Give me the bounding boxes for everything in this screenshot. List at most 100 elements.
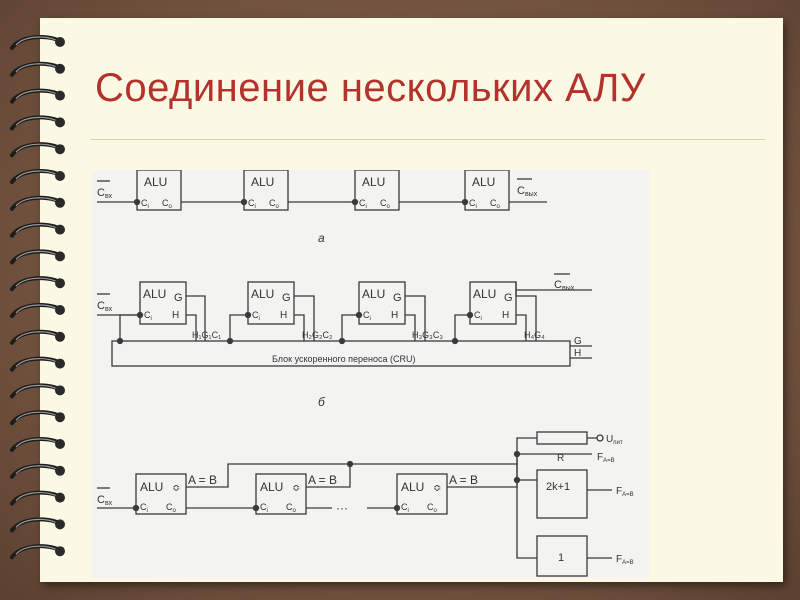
output-label-3: FA=B — [616, 554, 634, 566]
svg-text:Ci: Ci — [252, 310, 260, 322]
alu-c-1: ALU ≎ Ci Co — [135, 473, 187, 515]
spiral-ring — [10, 168, 65, 184]
spiral-ring — [10, 383, 65, 399]
svg-text:≎: ≎ — [292, 483, 300, 494]
alu-a-3: ALU Ci Co — [354, 170, 400, 211]
title-divider — [90, 139, 765, 140]
spiral-ring — [10, 544, 65, 560]
spiral-ring — [10, 356, 65, 372]
svg-text:ALU: ALU — [251, 175, 274, 189]
cru-out-h: H — [574, 348, 581, 359]
svg-text:ALU: ALU — [362, 287, 385, 301]
alu-a-4: ALU Ci Co — [464, 170, 510, 211]
spiral-ring — [10, 222, 65, 238]
svg-text:ALU: ALU — [144, 175, 167, 189]
svg-text:G: G — [504, 292, 513, 304]
group-label-1: H₁G₁C₁ — [192, 330, 221, 340]
and-gate — [536, 469, 588, 519]
resistor — [536, 431, 588, 445]
svg-text:Ci: Ci — [260, 502, 268, 514]
eq-label-2: A = B — [308, 473, 337, 487]
svg-text:Co: Co — [490, 198, 501, 210]
alu-connection-diagram: ALU Ci Co ALU Ci Co ALU Ci Co — [92, 170, 650, 578]
svg-text:ALU: ALU — [401, 480, 424, 494]
svg-text:Ci: Ci — [363, 310, 371, 322]
svg-text:ALU: ALU — [140, 480, 163, 494]
group-label-4: H₄G₄ — [524, 330, 545, 340]
svg-text:Ci: Ci — [359, 198, 367, 210]
svg-text:Ci: Ci — [144, 310, 152, 322]
inverter-gate — [536, 535, 588, 577]
spiral-ring — [10, 463, 65, 479]
spiral-ring — [10, 490, 65, 506]
supply-label: Uпит — [606, 434, 623, 446]
spiral-ring — [10, 195, 65, 211]
alu-c-2: ALU ≎ Ci Co — [255, 473, 307, 515]
svg-text:Co: Co — [269, 198, 280, 210]
svg-text:ALU: ALU — [472, 175, 495, 189]
carry-out-label-a: Cвых — [517, 185, 538, 198]
svg-text:ALU: ALU — [362, 175, 385, 189]
alu-b-2: ALU G Ci H — [247, 281, 295, 325]
svg-text:Ci: Ci — [248, 198, 256, 210]
spiral-rings — [10, 34, 65, 560]
svg-text:ALU: ALU — [260, 480, 283, 494]
spiral-ring — [10, 302, 65, 318]
spiral-ring — [10, 410, 65, 426]
spiral-ring — [10, 142, 65, 158]
group-label-2: H₂G₂C₂ — [302, 330, 333, 340]
chain-ellipsis: ··· — [336, 501, 348, 515]
diagram-part-b: Блок ускоренного переноса (CRU) ALU G Ci… — [97, 273, 592, 409]
svg-text:Ci: Ci — [141, 198, 149, 210]
spiral-ring — [10, 436, 65, 452]
alu-b-1: ALU G Ci H — [139, 281, 187, 325]
eq-label-3: A = B — [449, 473, 478, 487]
carry-in-label-c: Cвх — [97, 494, 113, 507]
svg-text:G: G — [393, 292, 402, 304]
spiral-ring — [10, 61, 65, 77]
inverter-gate-label: 1 — [558, 552, 564, 564]
alu-b-4: ALU G Ci H — [469, 281, 517, 325]
diagram-part-c: ALU ≎ Ci Co ALU ≎ Ci Co ALU ≎ Ci — [97, 431, 634, 577]
svg-text:Co: Co — [380, 198, 391, 210]
carry-in-label-b: Cвх — [97, 300, 113, 313]
diagram-part-a: ALU Ci Co ALU Ci Co ALU Ci Co — [97, 170, 547, 245]
svg-text:ALU: ALU — [143, 287, 166, 301]
svg-text:≎: ≎ — [172, 483, 180, 494]
svg-text:Ci: Ci — [474, 310, 482, 322]
svg-text:Ci: Ci — [401, 502, 409, 514]
gh-wires — [186, 295, 537, 341]
svg-text:H: H — [280, 310, 287, 321]
svg-text:Co: Co — [162, 198, 173, 210]
svg-text:Co: Co — [427, 502, 438, 514]
output-label-2: FA=B — [616, 486, 634, 498]
slide-title: Соединение нескольких АЛУ — [95, 66, 646, 110]
spiral-ring — [10, 249, 65, 265]
spiral-ring — [10, 329, 65, 345]
svg-text:H: H — [502, 310, 509, 321]
caption-a: а — [318, 231, 325, 245]
svg-text:≎: ≎ — [433, 483, 441, 494]
cru-label: Блок ускоренного переноса (CRU) — [272, 354, 415, 364]
carry-out-label-b: Cвых — [554, 279, 575, 292]
alu-b-3: ALU G Ci H — [358, 281, 406, 325]
svg-text:H: H — [391, 310, 398, 321]
group-label-3: H₃G₃C₃ — [412, 330, 443, 340]
svg-text:Ci: Ci — [469, 198, 477, 210]
eq-label-1: A = B — [188, 473, 217, 487]
carry-in-label-a: Cвх — [97, 187, 113, 200]
caption-b: б — [318, 395, 326, 409]
spiral-ring — [10, 88, 65, 104]
svg-text:G: G — [174, 292, 183, 304]
spiral-ring — [10, 115, 65, 131]
cru-out-g: G — [574, 336, 582, 347]
spiral-ring — [10, 276, 65, 292]
resistor-label: R — [557, 453, 564, 464]
spiral-ring — [10, 34, 65, 50]
svg-text:Ci: Ci — [140, 502, 148, 514]
svg-text:G: G — [282, 292, 291, 304]
svg-text:ALU: ALU — [473, 287, 496, 301]
svg-text:Co: Co — [166, 502, 177, 514]
and-gate-label: 2k+1 — [546, 481, 570, 493]
